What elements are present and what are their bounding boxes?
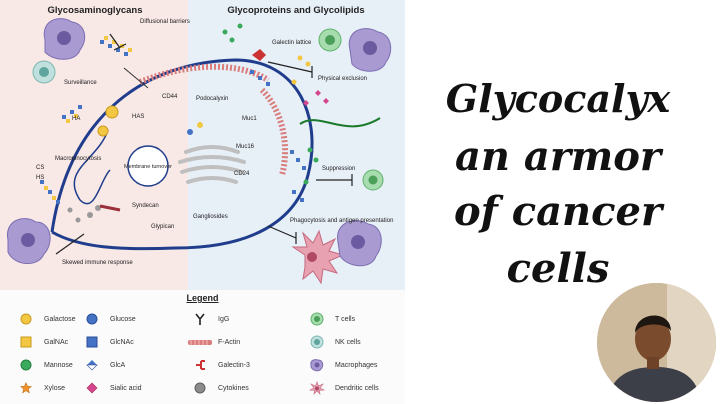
label-cd24: CD24 xyxy=(234,171,250,177)
nk-cell-icon xyxy=(305,335,329,349)
legend-item-glcnac: GlcNAc xyxy=(80,335,134,349)
nk-cell-left xyxy=(32,60,56,84)
mannose-icon xyxy=(14,358,38,372)
legend-item-xylose: Xylose xyxy=(14,381,65,395)
handwritten-line-1: Glycocalyx xyxy=(446,76,672,121)
label-skewed-immune-response: Skewed immune response xyxy=(62,260,133,266)
handwritten-line-4: cells xyxy=(507,245,610,292)
label-has: HAS xyxy=(132,114,144,120)
legend-label: Macrophages xyxy=(335,361,378,369)
label-syndecan: Syndecan xyxy=(132,203,159,209)
legend-item-mannose: Mannose xyxy=(14,358,73,372)
galectin-3-icon xyxy=(252,49,266,61)
legend-label: GlcNAc xyxy=(110,338,134,346)
xylose-icon xyxy=(14,381,38,395)
right-panel-title: Glycoproteins and Glycolipids xyxy=(227,5,364,16)
macrophage-top-right xyxy=(348,28,392,72)
f-actin-cortex xyxy=(138,63,270,85)
glucose-icon xyxy=(80,312,104,326)
legend-title: Legend xyxy=(186,293,219,303)
golgi-apparatus xyxy=(178,145,246,184)
label-hs: HS xyxy=(36,175,44,181)
t-cell-right xyxy=(362,169,384,191)
label-physical-exclusion: Physical exclusion xyxy=(318,76,367,82)
legend-item-galactose: Galactose xyxy=(14,312,76,326)
glycocalyx-diagram: Glycosaminoglycans Glycoproteins and Gly… xyxy=(0,0,405,290)
legend-item-sialic-acid: Sialic acid xyxy=(80,381,142,395)
glca-icon xyxy=(80,358,104,372)
label-muc1: Muc1 xyxy=(242,116,257,122)
legend-item-igg: IgG xyxy=(188,312,229,326)
macrophage-bottom-right xyxy=(337,220,382,267)
legend-item-f-actin: F-Actin xyxy=(188,335,240,349)
legend-label: GalNAc xyxy=(44,338,69,346)
legend-label: Glucose xyxy=(110,315,136,323)
legend-label: F-Actin xyxy=(218,338,241,346)
t-cell-icon xyxy=(305,312,329,326)
membrane-turnover-label: Membrane turnover xyxy=(124,164,172,170)
macrophage-icon xyxy=(305,358,329,372)
legend-item-cytokines: Cytokines xyxy=(188,381,249,395)
label-cs: CS xyxy=(36,165,44,171)
glycan-chains-right xyxy=(187,23,381,202)
handwritten-line-2: an armor xyxy=(455,133,664,180)
f-actin-icon xyxy=(188,335,212,349)
t-cell-top-right xyxy=(318,28,342,52)
label-cd44: CD44 xyxy=(162,94,178,100)
legend-item-galectin-3: Galectin-3 xyxy=(188,358,250,372)
label-galectin-lattice: Galectin lattice xyxy=(272,40,312,46)
legend-label: Xylose xyxy=(44,384,66,392)
legend-label: Dendritic cells xyxy=(335,384,379,392)
macrophage-top-left xyxy=(43,18,86,60)
legend-label: Sialic acid xyxy=(110,384,142,392)
handwritten-line-3: of cancer xyxy=(454,188,665,235)
label-glypican: Glypican xyxy=(151,224,174,230)
legend-item-galnac: GalNAc xyxy=(14,335,68,349)
igg-antibody-icon xyxy=(188,312,212,326)
label-suppression: Suppression xyxy=(322,166,355,172)
glycan-chains-left xyxy=(40,36,149,223)
legend-item-dendritic-cells: Dendritic cells xyxy=(305,381,379,395)
label-macropinocytosis: Macropinocytosis xyxy=(55,156,101,162)
sialic-acid-icon xyxy=(80,381,104,395)
legend-item-glca: GlcA xyxy=(80,358,125,372)
label-surveillance: Surveillance xyxy=(64,80,97,86)
hyaluronic-acid-chain xyxy=(73,129,111,205)
presenter-avatar xyxy=(597,283,716,402)
membrane-turnover-circle xyxy=(127,145,169,187)
legend-label: T cells xyxy=(335,315,356,323)
macrophage-bottom-left xyxy=(7,218,51,264)
presenter-video-thumbnail xyxy=(597,283,716,402)
label-gangliosides: Gangliosides xyxy=(193,214,228,220)
f-actin-cortex-right xyxy=(259,87,288,176)
legend-item-nk-cells: NK cells xyxy=(305,335,361,349)
legend-label: Galectin-3 xyxy=(218,361,250,369)
legend-item-glucose: Glucose xyxy=(80,312,136,326)
galactose-icon xyxy=(14,312,38,326)
label-ha: HA xyxy=(72,116,80,122)
inhibition-arrows xyxy=(55,33,353,255)
legend-item-macrophages: Macrophages xyxy=(305,358,377,372)
legend-panel: Legend Galactose GalNAc Mannose Xylose G… xyxy=(0,290,405,404)
glcnac-icon xyxy=(80,335,104,349)
galnac-icon xyxy=(14,335,38,349)
legend-label: Galactose xyxy=(44,315,76,323)
label-podocalyxin: Podocalyxin xyxy=(196,96,228,102)
handwritten-title: Glycocalyx an armor of cancer cells xyxy=(446,76,672,292)
cytokines-icon xyxy=(188,381,212,395)
label-muc16: Muc16 xyxy=(236,144,255,150)
legend-item-t-cells: T cells xyxy=(305,312,355,326)
left-panel-title: Glycosaminoglycans xyxy=(47,5,142,16)
legend-label: NK cells xyxy=(335,338,361,346)
legend-label: Cytokines xyxy=(218,384,249,392)
label-phagocytosis: Phagocytosis and antigen presentation xyxy=(290,218,393,224)
legend-label: Mannose xyxy=(44,361,73,369)
legend-label: IgG xyxy=(218,315,230,323)
label-diffusional-barriers: Diffusional barriers xyxy=(140,19,190,25)
dendritic-cell-icon xyxy=(305,381,329,395)
dendritic-cell xyxy=(291,229,345,285)
legend-label: GlcA xyxy=(110,361,126,369)
galectin-3-legend-icon xyxy=(188,358,212,372)
